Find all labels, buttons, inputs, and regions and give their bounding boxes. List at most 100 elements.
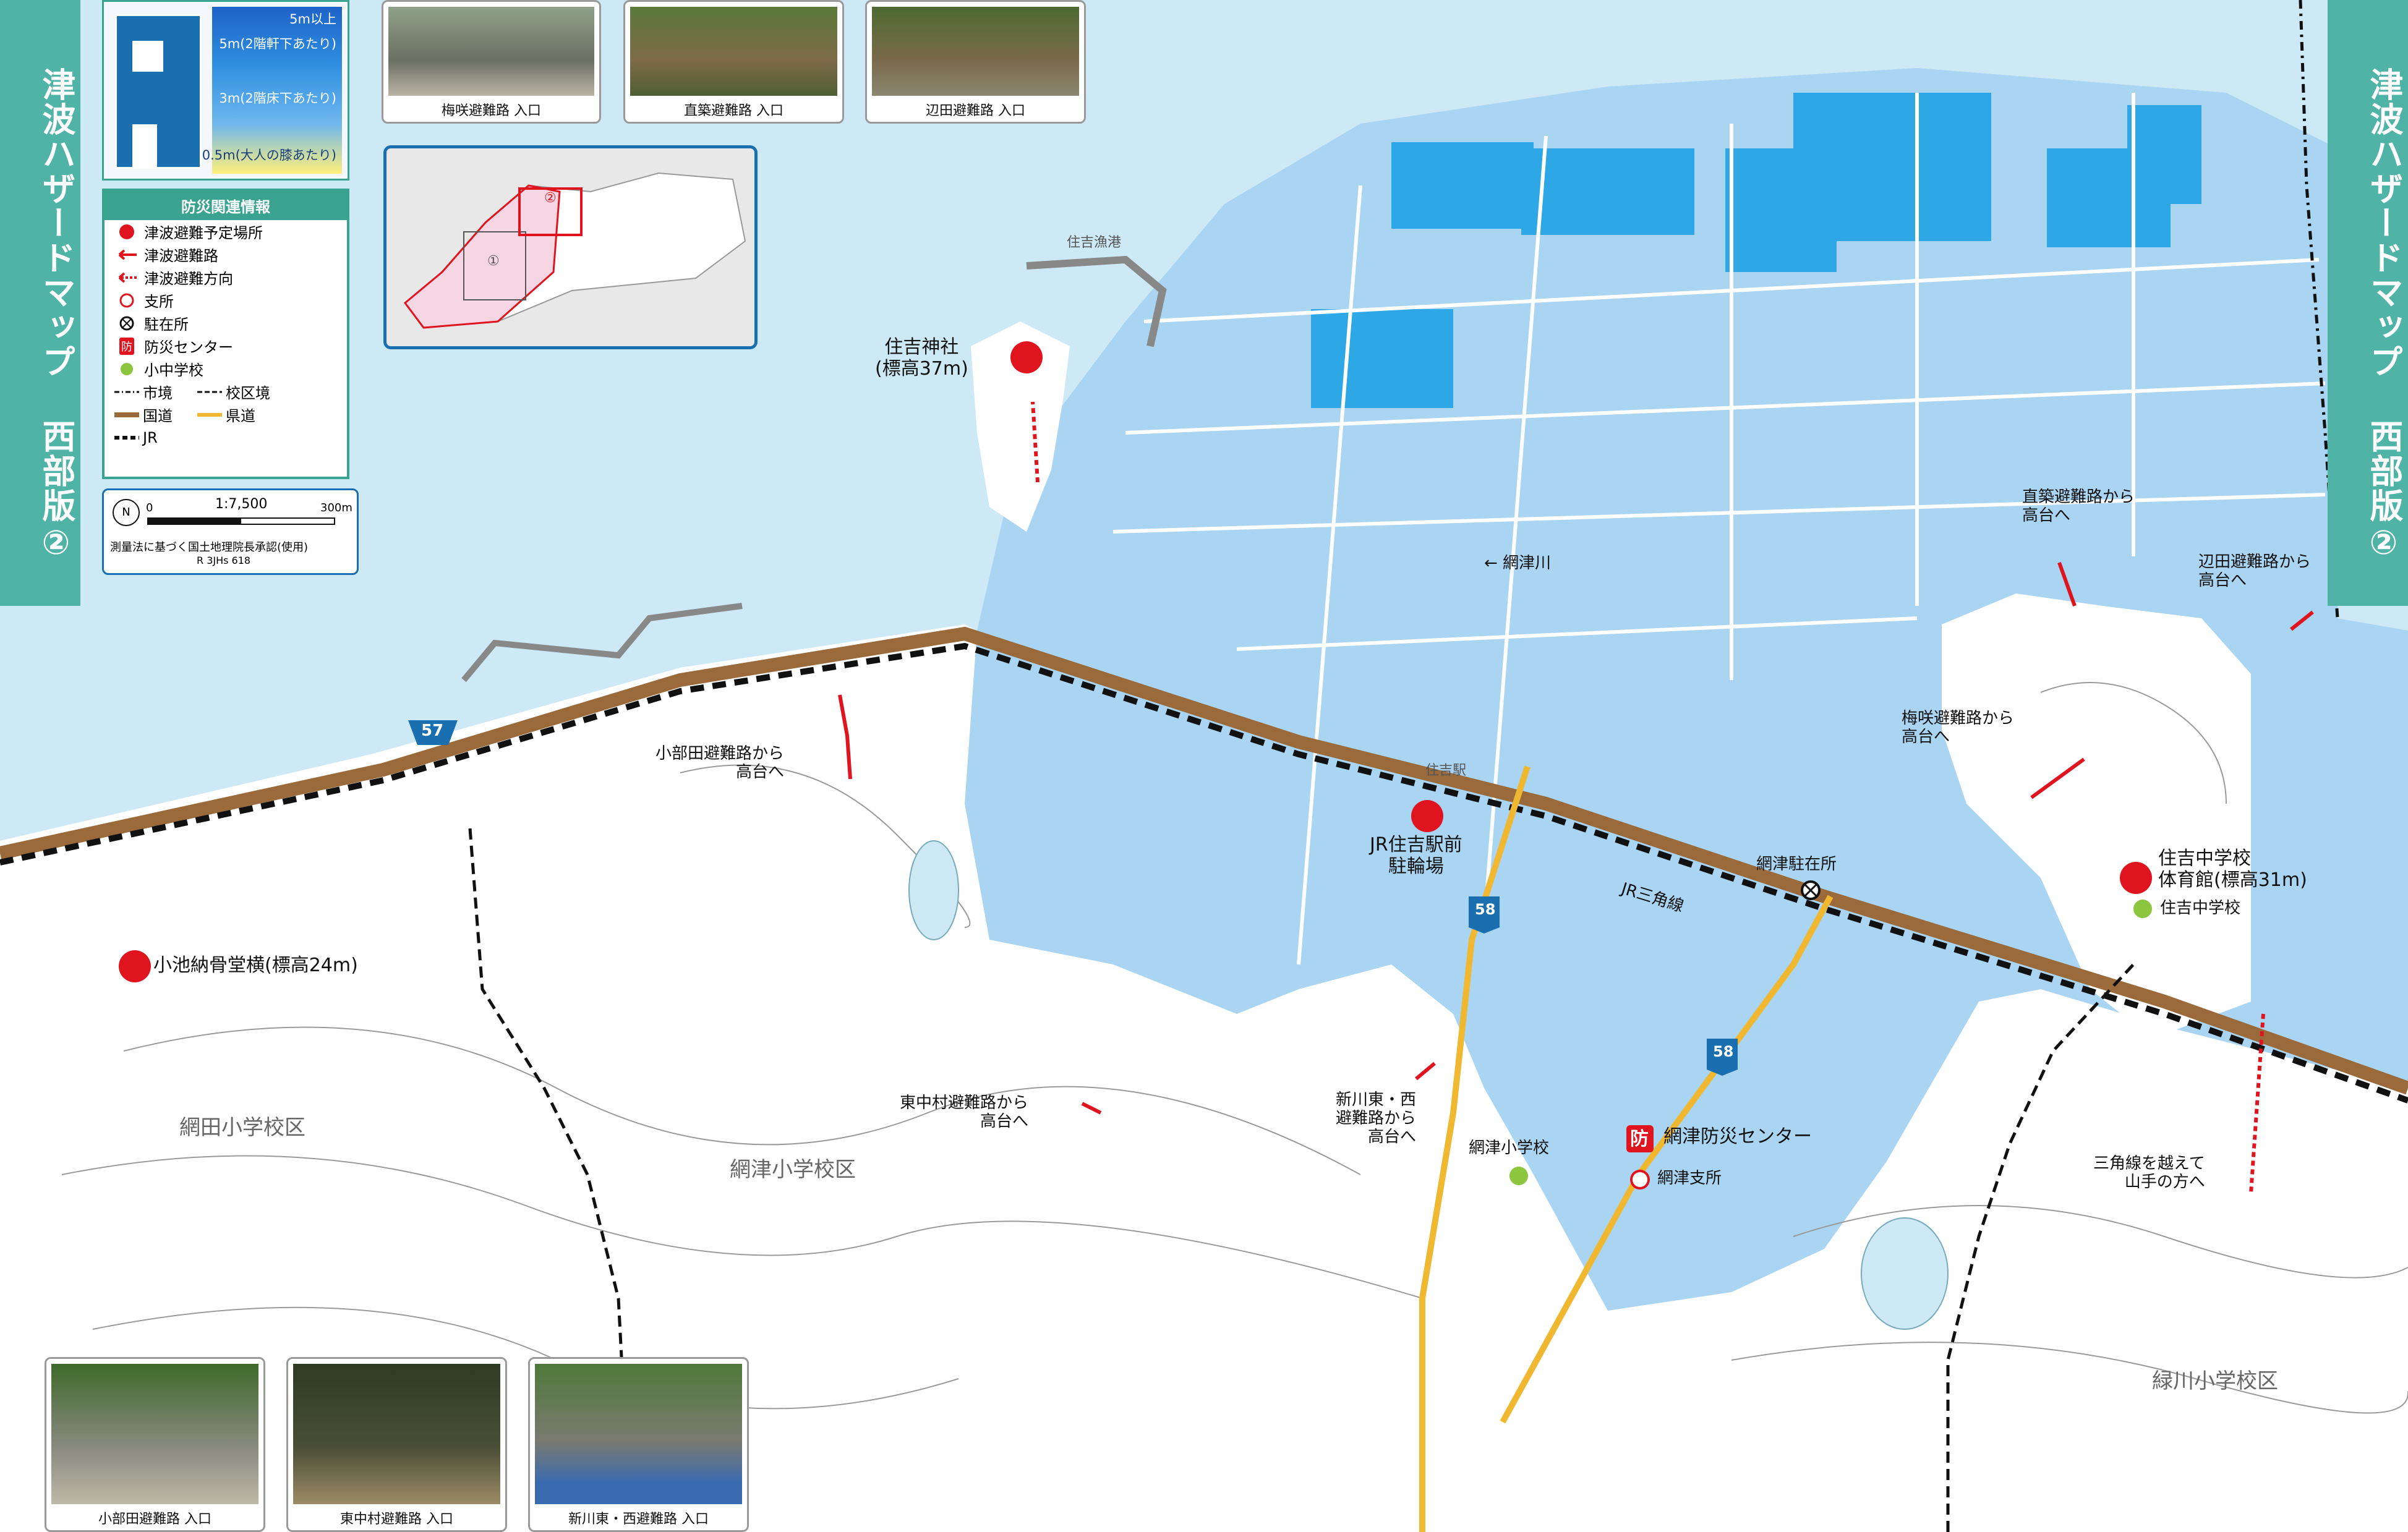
legend-label: 津波避難方向 <box>144 270 233 287</box>
label-obuta-route: 小部田避難路から 高台へ <box>655 744 785 781</box>
shelter-sumiyoshi-shrine-icon <box>1010 341 1043 373</box>
legend-label: 津波避難予定場所 <box>144 224 263 242</box>
legend-label: 防災センター <box>144 339 233 356</box>
route-58-label: 58 <box>1475 901 1496 918</box>
label-koike: 小池納骨堂横(標高24m) <box>153 955 358 976</box>
depth-0-5m: 0.5m(大人の膝あたり) <box>202 148 336 163</box>
shelter-sumiyoshi-jh-icon <box>2120 862 2152 894</box>
farm-roads <box>1112 93 2326 965</box>
legend-item: 小中学校 <box>105 357 347 380</box>
legend-label: 小中学校 <box>144 362 203 379</box>
house-icon <box>115 14 202 169</box>
inset-map: ① ② <box>383 145 758 349</box>
photo-caption: 直築避難路 入口 <box>684 103 783 119</box>
jr-line <box>0 642 2408 1104</box>
inset-area-1: ① <box>487 253 500 269</box>
label-sumiyoshi-shrine: 住吉神社 (標高37m) <box>875 336 968 380</box>
pond <box>908 840 959 940</box>
shrine-hill <box>971 321 1070 532</box>
photo-obuta-image <box>51 1364 258 1504</box>
label-jikitsuki-route: 直築避難路から 高台へ <box>2022 488 2135 525</box>
label-sankaku-route: 三角線を越えて 山手の方へ <box>2093 1154 2205 1191</box>
photo-umesaki-image <box>388 7 594 96</box>
red-dot-icon <box>119 224 134 239</box>
label-outa-center: 網津防災センター <box>1663 1126 1812 1147</box>
red-dotted-arrow-icon <box>118 271 137 283</box>
legend-label: 支所 <box>144 293 174 310</box>
legend-label: 市境 <box>143 385 173 402</box>
side-tab-left: 津波ハザードマップ 西部版② <box>0 0 80 606</box>
label-midorikawa-school-district: 緑川小学校区 <box>2152 1369 2278 1394</box>
depth-gradient <box>212 7 342 174</box>
depth-5m: 5m(2階軒下あたり) <box>219 36 336 51</box>
legend-item: 防 防災センター <box>105 334 347 357</box>
city-border-line-icon <box>114 391 139 393</box>
legend-item: 津波避難予定場所 <box>105 220 347 243</box>
route-58-shield-icon-2 <box>1707 1039 1738 1076</box>
pond-2 <box>1861 1217 1949 1330</box>
legend-item: 支所 <box>105 289 347 312</box>
photo-caption: 梅咲避難路 入口 <box>442 103 541 119</box>
shelter-jr-station-icon <box>1411 800 1443 832</box>
scale-end: 300m <box>320 501 352 514</box>
disaster-center-char: 防 <box>1630 1128 1649 1150</box>
evacuation-routes <box>838 561 2314 1115</box>
scale-start: 0 <box>146 501 153 514</box>
deep-flood-patches <box>1311 93 2201 408</box>
route-58-label-2: 58 <box>1713 1043 1734 1060</box>
depth-5m-plus: 5m以上 <box>289 12 336 27</box>
inset-map-shape <box>403 172 746 329</box>
land <box>0 624 2408 1532</box>
legend-label: JR <box>143 428 158 446</box>
national-road-line-icon <box>114 412 139 417</box>
jr-line-icon <box>114 435 139 440</box>
legend-item: 駐在所 <box>105 312 347 334</box>
legend: 防災関連情報 津波避難予定場所 津波避難路 津波避難方向 支所 駐在所 防 防災… <box>102 189 349 479</box>
label-sumiyoshi-jh-green: 住吉中学校 <box>2160 899 2241 917</box>
upland-east <box>1942 594 2251 1039</box>
legend-line-row: 市境 校区境 <box>105 380 347 403</box>
evacuation-directions <box>1031 401 2265 1194</box>
depth-3m: 3m(2階床下あたり) <box>219 91 336 106</box>
label-ota-school-district: 網田小学校区 <box>179 1115 305 1140</box>
depth-legend: 5m以上 5m(2階軒下あたり) 3m(2階床下あたり) 0.5m(大人の膝あた… <box>102 0 349 181</box>
photo-caption: 新川東・西避難路 入口 <box>568 1512 709 1527</box>
photo-caption: 小部田避難路 入口 <box>98 1512 211 1527</box>
legend-label: 県道 <box>226 407 255 425</box>
label-sumiyoshi-station: 住吉駅 <box>1425 763 1467 778</box>
school-district-border-2 <box>1946 963 2135 1532</box>
scale-ratio: 1:7,500 <box>215 496 268 512</box>
legend-title: 防災関連情報 <box>105 191 347 220</box>
label-higashinakamura-route: 東中村避難路から 高台へ <box>900 1094 1029 1131</box>
photo-shinkawa-image <box>535 1364 742 1504</box>
photo-shinkawa: 新川東・西避難路 入口 <box>528 1357 749 1532</box>
police-box-icon <box>119 316 134 330</box>
disaster-center-icon: 防 <box>119 337 134 355</box>
contours <box>61 682 2408 1414</box>
label-port: 住吉漁港 <box>1067 235 1122 250</box>
pref-road-line-icon <box>197 412 222 417</box>
photo-obuta: 小部田避難路 入口 <box>45 1357 265 1532</box>
legend-label: 津波避難路 <box>144 247 218 265</box>
national-route <box>0 626 2408 1095</box>
scale-note-2: R 3JHs 618 <box>197 555 251 566</box>
photo-caption: 辺田避難路 入口 <box>926 103 1025 119</box>
side-tab-right: 津波ハザードマップ 西部版② <box>2328 0 2408 606</box>
label-henda-route: 辺田避難路から 高台へ <box>2198 553 2312 590</box>
photo-henda: 辺田避難路 入口 <box>865 0 1086 124</box>
legend-item: 津波避難路 <box>105 243 347 266</box>
police-box-cross-icon <box>1803 883 1818 898</box>
legend-label: 国道 <box>143 407 173 425</box>
harbor <box>461 603 743 683</box>
north-icon: N <box>113 499 140 526</box>
label-shinkawa-route: 新川東・西 避難路から 高台へ <box>1336 1091 1417 1146</box>
label-outa-es: 網津小学校 <box>1469 1139 1550 1157</box>
scale-note-1: 測量法に基づく国土地理院長承認(使用) <box>110 541 309 554</box>
legend-line-row: 国道 県道 <box>105 403 347 426</box>
legend-label: 校区境 <box>226 385 270 402</box>
route-57-label: 57 <box>421 721 444 740</box>
label-outa-river: ← 網津川 <box>1484 554 1552 572</box>
label-umesaki-route: 梅咲避難路から 高台へ <box>1902 709 2015 746</box>
legend-line-row: JR <box>105 426 347 449</box>
